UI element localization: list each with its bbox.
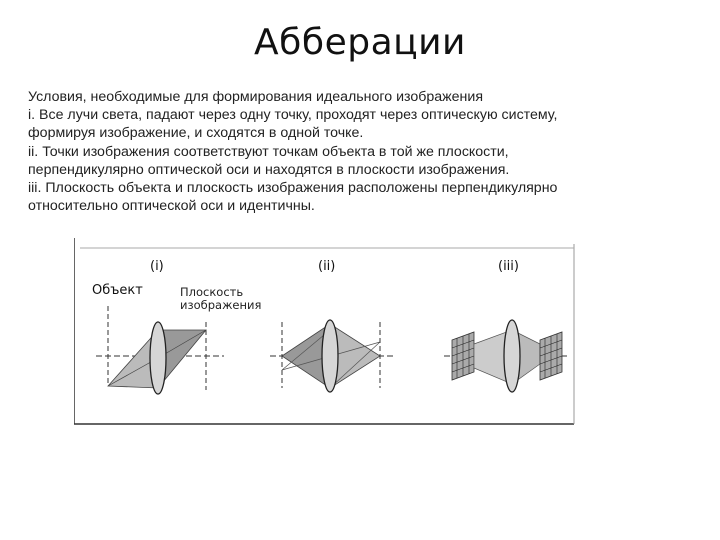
lens-ii [321, 319, 339, 393]
page-title: Абберации [254, 22, 466, 63]
object-label: Объект [92, 283, 143, 298]
condition-iii-line-2: относительно оптической оси и идентичны. [28, 198, 315, 215]
conditions-heading: Условия, необходимые для формирования ид… [28, 89, 483, 105]
lens-i [149, 321, 167, 395]
image-plane-label-line-2: изображения [180, 298, 262, 312]
panel-label-iii: (iii) [498, 259, 519, 274]
condition-ii-line-1: ii. Точки изображения соответствуют точк… [28, 143, 509, 160]
panel-iii-diagram [444, 319, 568, 393]
lens-iii [503, 319, 521, 393]
panel-label-ii: (ii) [318, 259, 336, 274]
condition-iii-line-1: iii. Плоскость объекта и плоскость изобр… [28, 180, 558, 197]
ideal-imaging-figure: (i) (ii) (iii) Объект Плоскость изображе… [74, 238, 584, 426]
condition-ii-line-2: перпендикулярно оптической оси и находят… [28, 161, 510, 178]
image-plane-label-line-1: Плоскость [180, 285, 244, 299]
condition-i-line-1: i. Все лучи света, падают через одну точ… [28, 107, 558, 124]
body-text: Условия, необходимые для формирования ид… [28, 88, 698, 215]
figure-drawing [74, 238, 575, 425]
panel-i-diagram [96, 306, 224, 395]
panel-ii-diagram [270, 319, 394, 393]
panel-label-i: (i) [150, 259, 164, 274]
condition-i-line-2: формируя изображение, и сходятся в одной… [28, 125, 364, 142]
